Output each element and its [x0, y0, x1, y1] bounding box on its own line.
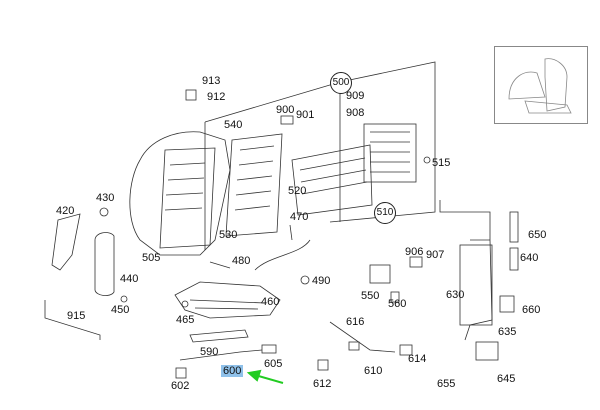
part-470 [289, 224, 293, 241]
part-660 [499, 295, 515, 313]
part-645 [475, 341, 499, 361]
part-490 [300, 275, 310, 285]
label-612[interactable]: 612 [313, 378, 332, 390]
backrest-foam [129, 131, 231, 256]
part-900 [280, 115, 294, 125]
label-505[interactable]: 505 [142, 252, 161, 264]
label-605[interactable]: 605 [264, 358, 283, 370]
label-560[interactable]: 560 [388, 298, 407, 310]
label-490[interactable]: 490 [312, 275, 331, 287]
label-540[interactable]: 540 [224, 119, 243, 131]
part-602 [175, 367, 187, 379]
cable-600 [179, 349, 263, 361]
label-430[interactable]: 430 [96, 192, 115, 204]
seat-rail [189, 329, 249, 343]
label-515[interactable]: 515 [432, 157, 451, 169]
label-465[interactable]: 465 [176, 314, 195, 326]
part-550 [369, 264, 391, 284]
label-590[interactable]: 590 [200, 346, 219, 358]
wire-harness [439, 200, 493, 341]
label-616[interactable]: 616 [346, 316, 365, 328]
label-906[interactable]: 906 [405, 246, 424, 258]
label-550[interactable]: 550 [361, 290, 380, 302]
cable-610 [329, 321, 396, 353]
part-612 [317, 359, 329, 371]
label-655[interactable]: 655 [437, 378, 456, 390]
part-515 [423, 156, 431, 164]
label-630[interactable]: 630 [446, 289, 465, 301]
label-460[interactable]: 460 [261, 296, 280, 308]
label-907[interactable]: 907 [426, 249, 445, 261]
label-909[interactable]: 909 [346, 90, 365, 102]
label-900[interactable]: 900 [276, 104, 295, 116]
side-trim [51, 213, 81, 271]
label-480[interactable]: 480 [232, 255, 251, 267]
label-640[interactable]: 640 [520, 252, 539, 264]
label-420[interactable]: 420 [56, 205, 75, 217]
label-602[interactable]: 602 [171, 380, 190, 392]
part-640 [509, 247, 519, 271]
part-913 [185, 89, 197, 101]
part-906 [409, 256, 423, 268]
back-panel [291, 144, 373, 216]
part-465 [181, 300, 189, 308]
connector-915 [44, 300, 101, 340]
label-440[interactable]: 440 [120, 273, 139, 285]
label-650[interactable]: 650 [528, 229, 547, 241]
label-915[interactable]: 915 [67, 310, 86, 322]
seat-frame [174, 281, 281, 319]
label-901[interactable]: 901 [296, 109, 315, 121]
seat-thumbnail-icon [508, 58, 572, 114]
label-610[interactable]: 610 [364, 365, 383, 377]
label-520[interactable]: 520 [288, 185, 307, 197]
part-450 [120, 295, 128, 303]
part-616 [348, 341, 360, 351]
pointer-arrow [246, 369, 284, 384]
label-530[interactable]: 530 [219, 229, 238, 241]
control-module [363, 123, 417, 183]
part-650 [509, 211, 519, 243]
label-913[interactable]: 913 [202, 75, 221, 87]
part-430 [99, 207, 109, 217]
label-600-highlighted[interactable]: 600 [221, 365, 244, 377]
label-908[interactable]: 908 [346, 107, 365, 119]
label-614[interactable]: 614 [408, 353, 427, 365]
label-660[interactable]: 660 [522, 304, 541, 316]
callout-500[interactable]: 500 [330, 72, 352, 94]
label-645[interactable]: 645 [497, 373, 516, 385]
part-480 [209, 261, 231, 269]
label-450[interactable]: 450 [111, 304, 130, 316]
assembly-frame-outline [204, 61, 436, 223]
backrest-frame [225, 133, 283, 237]
side-cover [94, 232, 115, 296]
seat-thumbnail [494, 46, 588, 124]
label-912[interactable]: 912 [207, 91, 226, 103]
label-470[interactable]: 470 [290, 211, 309, 223]
label-635[interactable]: 635 [498, 326, 517, 338]
callout-510[interactable]: 510 [374, 202, 396, 224]
part-560 [390, 291, 400, 303]
